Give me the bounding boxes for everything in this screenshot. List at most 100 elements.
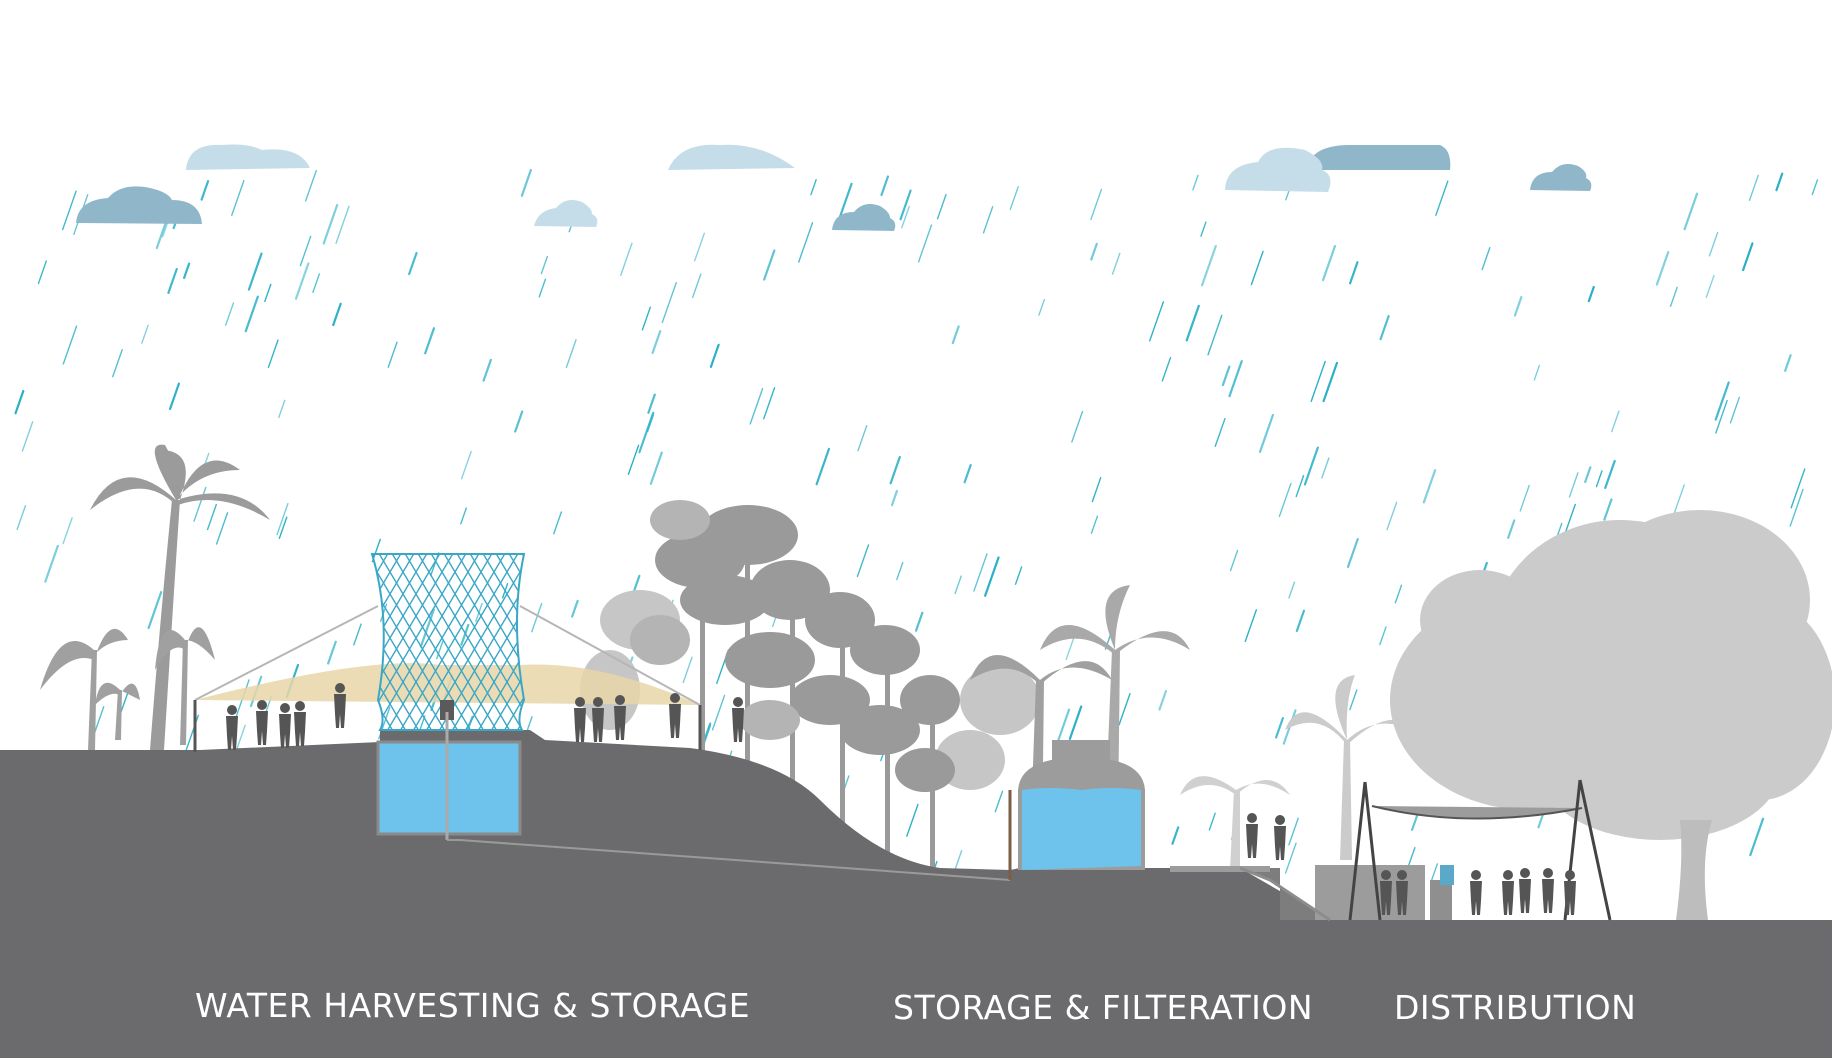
rain-drop [1284, 842, 1297, 874]
rain-drop [1221, 365, 1231, 387]
rain-drop [899, 189, 912, 221]
rain-drop [1288, 581, 1296, 599]
rain-drop [798, 222, 814, 263]
person-icon [1542, 868, 1554, 913]
rain-drop [936, 193, 947, 220]
palm-tree-icon [90, 444, 270, 750]
rain-drop [1481, 246, 1491, 271]
water-tower [370, 553, 526, 731]
rain-drop [1519, 484, 1530, 512]
section-label-distribution: DISTRIBUTION [1394, 988, 1637, 1027]
rain-drop [183, 262, 191, 280]
section-label-filtration: STORAGE & FILTERATION [893, 988, 1314, 1027]
rain-drop [1568, 472, 1579, 498]
rain-drop [424, 327, 436, 355]
person-icon [614, 695, 626, 740]
rain-drop [1038, 298, 1046, 316]
rain-drop [1288, 817, 1299, 846]
rain-drop [215, 512, 229, 545]
rain-drop [901, 205, 910, 229]
cloud-icon [832, 204, 896, 231]
rain-drop [482, 358, 492, 382]
rain-drop [1214, 417, 1226, 447]
rain-drop [1229, 549, 1239, 572]
rain-drop [1603, 498, 1613, 521]
rain-drop [1748, 174, 1759, 201]
rain-drop [37, 260, 48, 285]
rain-drop [1118, 693, 1131, 726]
rain-drop [1250, 250, 1264, 286]
rain-drop [1322, 361, 1339, 403]
rain-drop [1071, 410, 1084, 443]
cloud-icon [76, 186, 202, 224]
rain-drop [294, 262, 310, 300]
rain-drop [1200, 244, 1217, 287]
rain-drop [1346, 538, 1359, 568]
palm-tree-icon [1285, 675, 1420, 860]
rain-drop [1200, 221, 1207, 237]
rain-drop [62, 325, 78, 365]
rain-drop [264, 283, 272, 303]
rain-drop [1595, 470, 1603, 488]
rain-drop [856, 544, 870, 578]
rain-drop [1394, 584, 1403, 604]
person-icon [1564, 870, 1576, 915]
rain-drop [984, 556, 1000, 597]
rain-drop [14, 389, 25, 415]
rain-drop [1742, 242, 1754, 272]
rain-drop [1714, 381, 1730, 421]
person-icon [592, 697, 604, 742]
rain-drop [1729, 396, 1741, 424]
rain-drop [553, 511, 563, 535]
rain-drop [1009, 186, 1019, 210]
rain-drop [112, 349, 123, 378]
rain-drop [93, 706, 105, 735]
rain-drop [1161, 356, 1172, 382]
rain-drop [327, 640, 337, 665]
rain-drop [1171, 826, 1180, 845]
rain-drop [749, 387, 764, 425]
rain-drop [322, 203, 339, 245]
clouds [76, 144, 1592, 231]
rain-drop [1192, 174, 1199, 191]
rain-drop [1533, 364, 1541, 381]
rain-drop [1208, 812, 1216, 831]
rain-drop [649, 451, 663, 485]
rain-drop [1111, 252, 1121, 275]
rain-drop [1275, 717, 1284, 739]
rain-drop [1090, 242, 1098, 261]
person-icon [1246, 813, 1258, 858]
rain-drop [1258, 413, 1275, 454]
rain-drop [963, 463, 972, 484]
person-icon [1502, 870, 1514, 915]
rain-drop [1611, 410, 1620, 433]
rain-drop [1228, 360, 1243, 398]
person-icon [226, 705, 238, 750]
rain-drop [1513, 295, 1523, 317]
rain-drop [167, 267, 178, 294]
person-icon [1470, 870, 1482, 915]
cloud-icon [668, 144, 795, 170]
rain-drop [1090, 515, 1099, 534]
underground-tank [376, 712, 1011, 881]
rain-drop [815, 447, 831, 486]
rain-drop [711, 694, 726, 731]
rain-drop [691, 273, 702, 299]
person-icon [574, 697, 586, 742]
rain-drop [538, 278, 547, 298]
rain-drop [954, 575, 962, 595]
rain-drop [641, 306, 652, 331]
rain-drop [1295, 475, 1305, 498]
rain-drop [620, 242, 633, 276]
rain-drop [200, 180, 210, 201]
rain-drop [889, 455, 901, 485]
palm-tree-icon [1180, 776, 1290, 870]
rain-drop [353, 623, 362, 646]
cloud-icon [534, 200, 598, 227]
rain-drop [693, 232, 705, 262]
rain-drop [168, 382, 181, 411]
rain-drop [1379, 626, 1387, 646]
person-icon [669, 693, 681, 738]
cloud-icon [1225, 147, 1331, 192]
